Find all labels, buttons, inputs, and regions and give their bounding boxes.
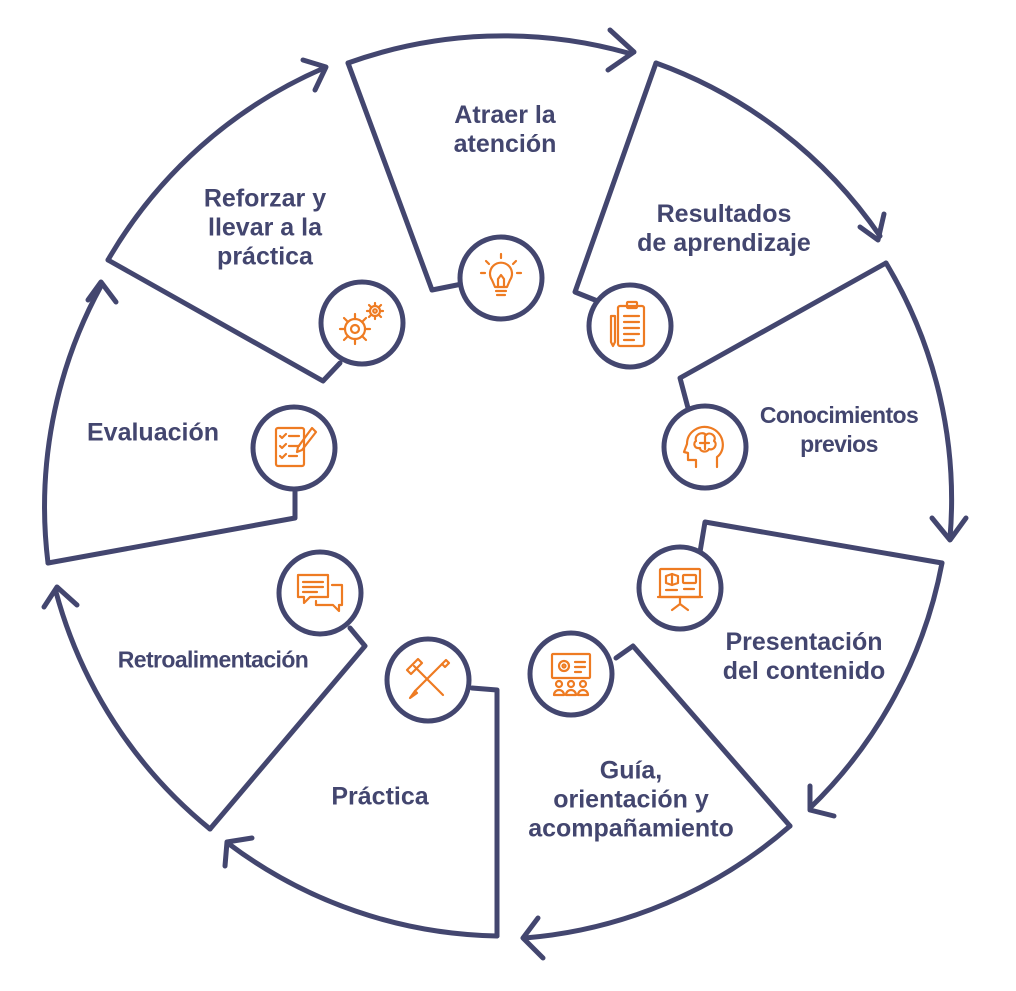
icon-circle-guia: [527, 630, 615, 718]
cycle-arrow-9: [105, 65, 327, 263]
arrow-head-6: [222, 835, 255, 869]
cycle-arrow-8: [42, 283, 104, 566]
brain-head-icon: [682, 425, 724, 469]
segment-conocimientos: [677, 260, 889, 411]
gears-icon: [338, 301, 385, 346]
cycle-arrow-4: [807, 560, 945, 811]
step-label-retroalimentacion: Retroalimentación: [117, 646, 309, 673]
step-label-atraer: Atraer la atención: [453, 101, 557, 158]
arrow-head-8: [85, 279, 119, 305]
arrow-head-2: [857, 211, 887, 243]
step-label-conocimientos: Conocimientos previos: [759, 402, 919, 457]
arrow-head-1: [605, 27, 637, 73]
chat-bubbles-icon: [296, 573, 344, 613]
step-label-evaluacion: Evaluación: [87, 418, 219, 447]
step-label-resultados: Resultados de aprendizaje: [637, 200, 811, 257]
segment-guia: [613, 643, 793, 829]
lightbulb-icon: [479, 252, 523, 297]
presentation-board-icon: [656, 567, 704, 612]
audience-screen-icon: [550, 652, 592, 697]
cycle-arrow-5: [522, 823, 793, 941]
segment-retroalimentacion: [207, 625, 368, 832]
tools-icon: [405, 657, 451, 700]
arrow-head-3: [929, 515, 969, 543]
cycle-arrow-2: [653, 60, 883, 239]
cycle-arrow-3: [883, 260, 955, 541]
segment-reforzar: [105, 257, 343, 384]
checklist-icon: [274, 426, 318, 468]
icon-circle-atraer: [457, 234, 545, 322]
cycle-arrow-1: [345, 33, 631, 66]
step-label-presentacion: Presentación del contenido: [722, 628, 886, 685]
segment-practica: [469, 685, 500, 939]
icon-circle-resultados: [586, 282, 674, 370]
cycle-arrow-7: [53, 589, 213, 832]
clipboard-icon: [609, 300, 646, 348]
step-label-reforzar: Reforzar y llevar a la práctica: [203, 184, 327, 271]
icon-circle-retroalimentacion: [276, 549, 364, 637]
segment-resultados: [572, 60, 659, 305]
arrow-head-5: [520, 915, 546, 961]
step-label-guia: Guía, orientación y acompañamiento: [528, 756, 734, 843]
arrow-head-7: [41, 584, 80, 610]
segment-presentacion: [697, 519, 945, 566]
segment-evaluacion: [45, 487, 298, 566]
cycle-arrow-6: [226, 841, 500, 939]
segment-atraer: [345, 60, 465, 293]
step-label-practica: Práctica: [331, 782, 429, 811]
icon-circle-evaluacion: [250, 404, 338, 492]
icon-circle-presentacion: [636, 544, 724, 632]
arrow-head-9: [300, 57, 329, 93]
arrow-head-4: [807, 783, 837, 819]
